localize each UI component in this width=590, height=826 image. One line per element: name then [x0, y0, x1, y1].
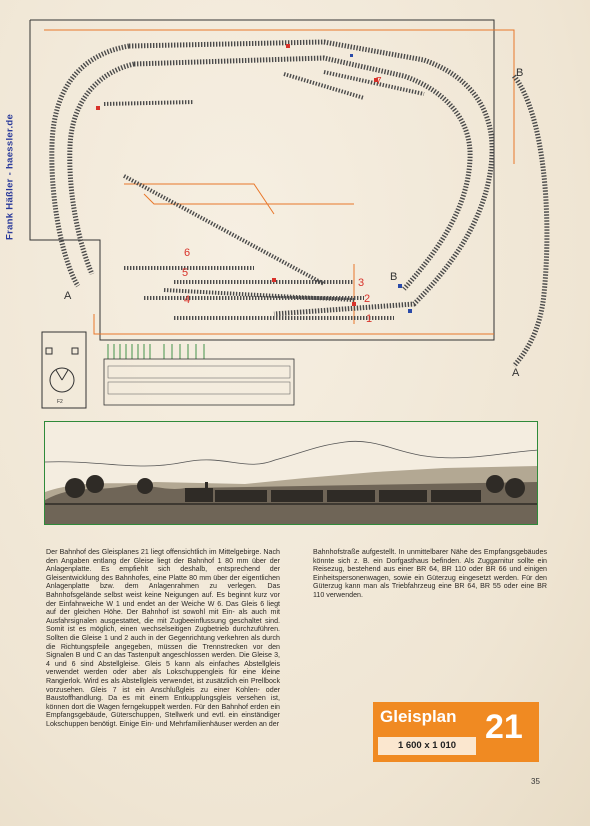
track-label-3: 3	[358, 277, 364, 289]
red-markers	[96, 44, 378, 306]
badge-title: Gleisplan	[380, 707, 457, 726]
control-label: F2	[57, 399, 63, 405]
orange-wiring	[44, 29, 515, 335]
landscape-silhouette	[44, 421, 538, 525]
letter-b-right: B	[516, 67, 523, 79]
station-tracks	[103, 70, 425, 320]
track-label-2: 2	[364, 293, 370, 305]
page-number: 35	[531, 777, 540, 786]
body-text-column-1: Der Bahnhof des Gleisplanes 21 liegt off…	[46, 548, 280, 728]
main-oval-outer	[49, 39, 495, 317]
badge-scale: 1 600 x 1 010	[378, 737, 476, 755]
button-panel	[103, 358, 295, 406]
gleisplan-badge: Gleisplan 1 600 x 1 010 21	[373, 702, 539, 762]
track-label-6: 6	[184, 247, 190, 259]
track-label-5: 5	[182, 267, 188, 279]
outer-connecting-curve	[512, 74, 550, 368]
letter-b-station: B	[390, 271, 397, 283]
body-text-column-2: Bahnhofstraße aufgestellt. In unmittelba…	[313, 548, 547, 599]
track-label-1: 1	[366, 313, 372, 325]
track-label-4: 4	[184, 294, 190, 306]
side-credit: Frank Häßler - haessler.de	[4, 113, 16, 240]
letter-a-right: A	[512, 367, 520, 379]
track-plan-diagram: 1 2 3 4 5 6 7 A B B A F2	[29, 19, 550, 409]
track-label-7: 7	[376, 76, 382, 87]
control-box: F2	[41, 331, 87, 409]
green-signal-lines	[107, 344, 205, 359]
badge-number: 21	[485, 708, 523, 746]
blue-markers	[350, 54, 412, 313]
baseboard-outline	[29, 19, 495, 341]
letter-a-left: A	[64, 290, 72, 302]
